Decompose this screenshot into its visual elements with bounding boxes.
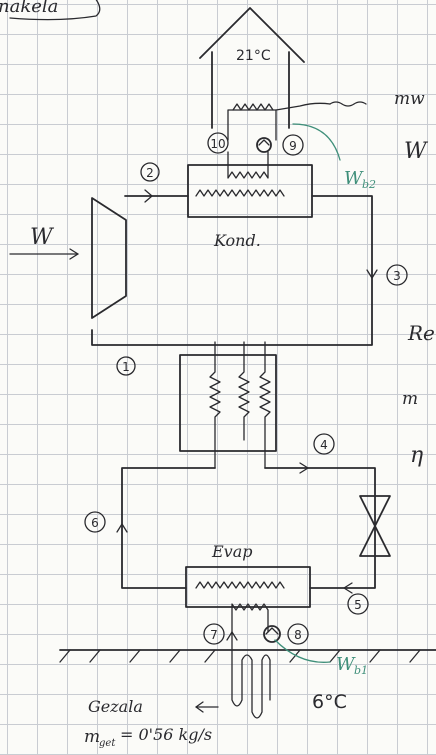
ground-temperature: 6°C <box>312 691 347 713</box>
heading-fragment: nakela <box>0 0 100 20</box>
margin-fragment-mw: mw <box>394 89 425 109</box>
svg-text:10: 10 <box>210 137 225 151</box>
condenser-label: Kond. <box>213 231 261 250</box>
radiator-coil <box>228 102 366 140</box>
ground-mass-flow: m get = 0'56 kg/s <box>84 725 212 749</box>
margin-fragment-m: m <box>402 389 418 409</box>
upper-loop-lines <box>92 190 377 345</box>
svg-text:8: 8 <box>294 628 302 642</box>
svg-text:b1: b1 <box>354 664 368 677</box>
state-point-8: 8 <box>288 624 308 644</box>
state-point-6: 6 <box>85 512 105 532</box>
state-point-10: 10 <box>208 133 228 153</box>
evaporator-label: Evap <box>211 542 253 561</box>
state-point-3: 3 <box>387 265 407 285</box>
svg-text:W: W <box>336 654 356 675</box>
svg-text:Gezala: Gezala <box>88 697 143 716</box>
svg-text:5: 5 <box>354 598 362 612</box>
margin-fragment-w: W <box>404 139 429 164</box>
bottom-pump-icon <box>264 626 280 642</box>
state-point-7: 7 <box>204 624 224 644</box>
evaporator-box <box>186 567 310 632</box>
svg-text:3: 3 <box>393 269 401 283</box>
svg-text:get: get <box>99 738 116 749</box>
top-pump-work-label: W b2 <box>344 168 376 191</box>
ground-fluid-label: Gezala <box>88 697 218 716</box>
state-point-2: 2 <box>141 163 159 181</box>
svg-text:W: W <box>30 225 55 250</box>
work-input-arrow: W <box>10 225 78 259</box>
svg-text:W: W <box>344 168 364 189</box>
svg-text:m: m <box>84 727 100 747</box>
heat-exchanger <box>180 342 276 468</box>
house-temperature: 21°C <box>236 48 271 64</box>
svg-text:1: 1 <box>122 360 130 374</box>
bottom-pump-work-label: W b1 <box>336 654 368 677</box>
svg-text:9: 9 <box>289 139 297 153</box>
margin-fragment-re: Re <box>407 321 435 345</box>
svg-text:2: 2 <box>146 166 154 180</box>
svg-text:7: 7 <box>210 628 218 642</box>
svg-text:= 0'56 kg/s: = 0'56 kg/s <box>120 725 212 744</box>
state-point-4: 4 <box>314 434 334 454</box>
ground-line <box>60 650 436 662</box>
condenser-box <box>188 152 312 217</box>
margin-fragment-eta: η <box>410 443 423 468</box>
top-pump-icon <box>257 138 271 152</box>
state-point-5: 5 <box>348 594 368 614</box>
ground-loop <box>227 632 270 718</box>
top-pump-leader-line <box>293 124 340 160</box>
state-point-9: 9 <box>283 135 303 155</box>
svg-text:4: 4 <box>320 438 328 452</box>
svg-text:6: 6 <box>91 516 99 530</box>
svg-text:nakela: nakela <box>0 0 58 17</box>
compressor-icon <box>92 198 126 318</box>
svg-text:b2: b2 <box>362 178 376 191</box>
state-point-1: 1 <box>117 357 135 375</box>
lower-loop-lines <box>117 463 375 593</box>
